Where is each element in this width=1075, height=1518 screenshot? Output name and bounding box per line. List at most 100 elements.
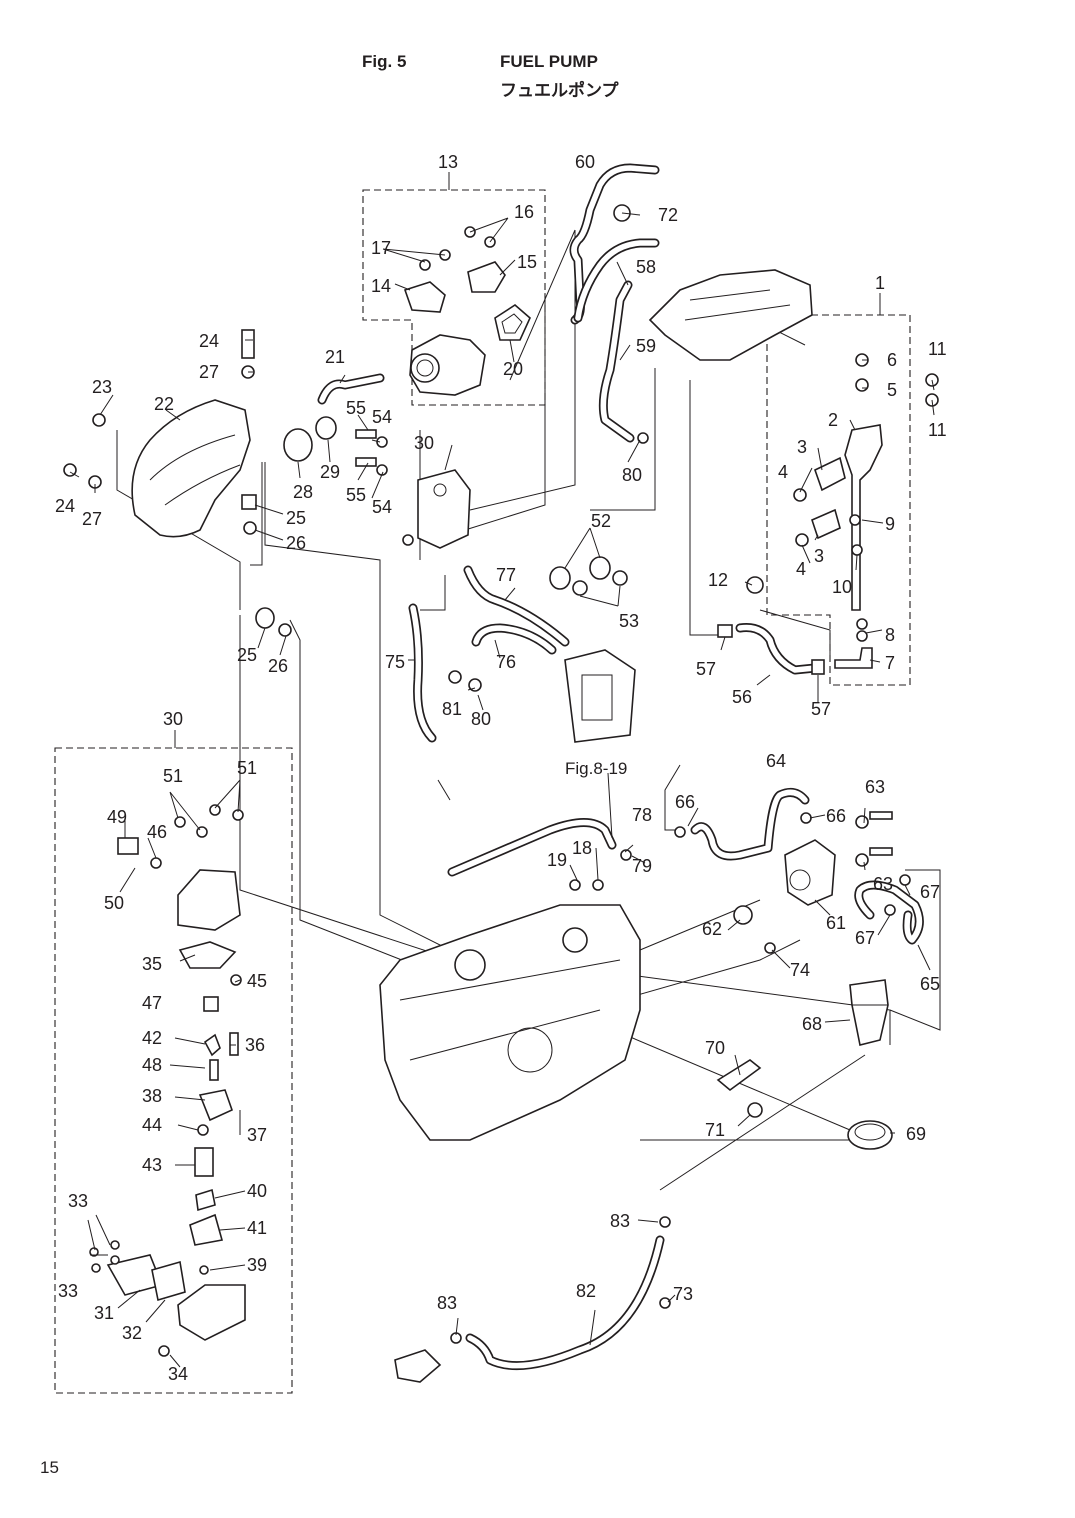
callout-4: 4 (778, 462, 788, 482)
callout-82: 82 (576, 1281, 596, 1301)
callout-58: 58 (636, 257, 656, 277)
callout-67: 67 (920, 882, 940, 902)
group-frame-1 (766, 314, 911, 686)
callout-4: 4 (796, 559, 806, 579)
fuel-pump-30 (417, 469, 471, 549)
callout-23: 23 (92, 377, 112, 397)
callout-33: 33 (68, 1191, 88, 1211)
callout-27: 27 (82, 509, 102, 529)
callout-41: 41 (247, 1218, 267, 1238)
fuel-filter-68 (849, 979, 889, 1046)
callout-15: 15 (517, 252, 537, 272)
callout-75: 75 (385, 652, 405, 672)
callout-81: 81 (442, 699, 462, 719)
callout-63: 63 (865, 777, 885, 797)
callout-80: 80 (622, 465, 642, 485)
bracket-fig-8-19 (564, 649, 636, 743)
callout-78: 78 (632, 805, 652, 825)
callout-33: 33 (58, 1281, 78, 1301)
callout-20: 20 (503, 359, 523, 379)
callout-25: 25 (237, 645, 257, 665)
callout-26: 26 (268, 656, 288, 676)
callout-64: 64 (766, 751, 786, 771)
hose-64 (690, 787, 810, 861)
callout-66: 66 (675, 792, 695, 812)
hose-77 (463, 565, 570, 647)
hose-21 (317, 373, 385, 405)
callout-1: 1 (875, 273, 885, 293)
callout-leaders (69, 212, 935, 1368)
callout-76: 76 (496, 652, 516, 672)
callout-80: 80 (471, 709, 491, 729)
callout-21: 21 (325, 347, 345, 367)
hose-75 (408, 603, 437, 743)
callout-47: 47 (142, 993, 162, 1013)
callout-40: 40 (247, 1181, 267, 1201)
callout-66: 66 (826, 806, 846, 826)
callout-16: 16 (514, 202, 534, 222)
callout-9: 9 (885, 514, 895, 534)
callout-55: 55 (346, 398, 366, 418)
callout-11: 11 (928, 339, 947, 359)
callout-26: 26 (286, 533, 306, 553)
callout-30: 30 (163, 709, 183, 729)
callout-79: 79 (632, 856, 652, 876)
callout-62: 62 (702, 919, 722, 939)
callout-51: 51 (163, 766, 183, 786)
injector-3-upper (814, 456, 846, 492)
callout-44: 44 (142, 1115, 162, 1135)
figure-number: Fig. 5 (362, 52, 407, 71)
callout-8: 8 (885, 625, 895, 645)
callout-labels: 1 2 3 3 4 4 5 6 7 8 9 10 11 11 12 13 14 … (55, 152, 947, 1384)
callout-73: 73 (673, 1284, 693, 1304)
callout-53: 53 (619, 611, 639, 631)
callout-49: 49 (107, 807, 127, 827)
callout-70: 70 (705, 1038, 725, 1058)
callout-65: 65 (920, 974, 940, 994)
cylinder-block (379, 904, 641, 1141)
page-number: 15 (40, 1458, 59, 1477)
callout-68: 68 (802, 1014, 822, 1034)
callout-25: 25 (286, 508, 306, 528)
callout-55: 55 (346, 485, 366, 505)
callout-48: 48 (142, 1055, 162, 1075)
group-frame-13 (362, 189, 546, 406)
callout-36: 36 (245, 1035, 265, 1055)
throttle-sensor-14 (403, 281, 446, 313)
callout-18: 18 (572, 838, 592, 858)
callout-74: 74 (790, 960, 810, 980)
callout-19: 19 (547, 850, 567, 870)
callout-83: 83 (610, 1211, 630, 1231)
throttle-body-13 (409, 334, 486, 396)
filter-bracket-69 (847, 1120, 893, 1150)
callout-56: 56 (732, 687, 752, 707)
fuel-pump-61 (784, 839, 836, 906)
callout-50: 50 (104, 893, 124, 913)
callout-35: 35 (142, 954, 162, 974)
hose-59 (598, 280, 635, 443)
callout-5: 5 (887, 380, 897, 400)
callout-3: 3 (814, 546, 824, 566)
callout-27: 27 (199, 362, 219, 382)
callout-13: 13 (438, 152, 458, 172)
callout-12: 12 (708, 570, 728, 590)
callout-22: 22 (154, 394, 174, 414)
silencer-22 (131, 399, 251, 538)
callout-32: 32 (122, 1323, 142, 1343)
callout-34: 34 (168, 1364, 188, 1384)
group-frame-30 (54, 747, 293, 1394)
callout-46: 46 (147, 822, 167, 842)
sensor-15 (467, 261, 506, 293)
callout-83: 83 (437, 1293, 457, 1313)
callout-39: 39 (247, 1255, 267, 1275)
callout-24: 24 (199, 331, 219, 351)
callout-69: 69 (906, 1124, 926, 1144)
callout-7: 7 (885, 653, 895, 673)
callout-28: 28 (293, 482, 313, 502)
cross-reference-fig-8-19: Fig.8-19 (565, 759, 627, 778)
callout-10: 10 (832, 577, 852, 597)
callout-30: 30 (414, 433, 434, 453)
hose-65 (854, 880, 924, 945)
callout-37: 37 (247, 1125, 267, 1145)
